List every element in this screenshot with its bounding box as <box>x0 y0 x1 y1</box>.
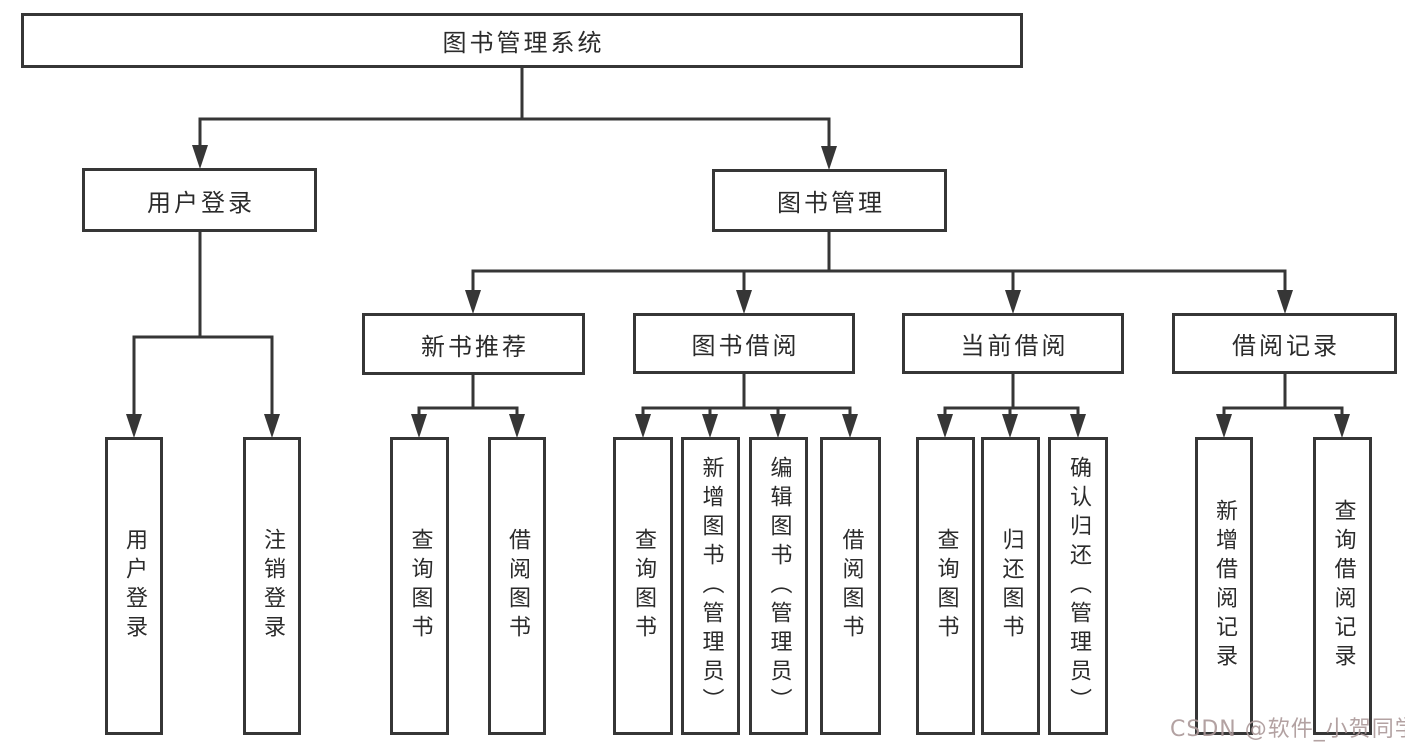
leaf-newbook-borrow-books: 借阅图书 <box>488 437 546 735</box>
leaf-user-login: 用户登录 <box>105 437 163 735</box>
leaf-logout: 注销登录 <box>243 437 301 735</box>
leaf-record-add-borrow-record-label: 新增借阅记录 <box>1212 499 1237 673</box>
leaf-current-query-books: 查询图书 <box>916 437 975 735</box>
connector-borrow-record <box>1222 372 1344 418</box>
node-new-book-recommend: 新书推荐 <box>362 313 585 375</box>
node-book-borrow: 图书借阅 <box>633 313 855 374</box>
leaf-user-login-label: 用户登录 <box>122 528 147 644</box>
leaf-logout-label: 注销登录 <box>260 528 285 644</box>
node-current-borrow: 当前借阅 <box>902 313 1124 374</box>
connector-book-borrow <box>641 372 852 418</box>
leaf-record-add-borrow-record: 新增借阅记录 <box>1195 437 1253 735</box>
leaf-borrow-borrow-books-label: 借阅图书 <box>838 528 864 644</box>
connector-current-borrow <box>943 372 1080 418</box>
connector-root <box>198 66 831 150</box>
leaf-record-query-borrow-record: 查询借阅记录 <box>1313 437 1372 735</box>
leaf-current-return-books-label: 归还图书 <box>998 528 1024 644</box>
leaf-borrow-edit-books-admin-label: 编辑图书（管理员） <box>766 455 792 717</box>
leaf-newbook-borrow-books-label: 借阅图书 <box>505 528 530 644</box>
node-user-login: 用户登录 <box>82 168 317 232</box>
node-borrow-record: 借阅记录 <box>1172 313 1397 374</box>
csdn-watermark: CSDN @软件_小贺同学 <box>1170 717 1405 742</box>
leaf-current-query-books-label: 查询图书 <box>933 528 959 644</box>
leaf-borrow-query-books: 查询图书 <box>613 437 673 735</box>
leaf-borrow-add-books-admin-label: 新增图书（管理员） <box>698 455 724 717</box>
leaf-current-return-books: 归还图书 <box>981 437 1040 735</box>
leaf-borrow-query-books-label: 查询图书 <box>631 528 656 644</box>
node-book-management: 图书管理 <box>712 169 947 232</box>
leaf-current-confirm-return-admin: 确认归还（管理员） <box>1048 437 1108 735</box>
node-root-system: 图书管理系统 <box>21 13 1023 68</box>
leaf-newbook-query-books: 查询图书 <box>390 437 449 735</box>
leaf-borrow-borrow-books: 借阅图书 <box>820 437 881 735</box>
leaf-newbook-query-books-label: 查询图书 <box>407 528 433 644</box>
leaf-borrow-edit-books-admin: 编辑图书（管理员） <box>749 437 808 735</box>
leaf-current-confirm-return-admin-label: 确认归还（管理员） <box>1066 455 1091 717</box>
arrowheads <box>126 145 1350 438</box>
connector-book-mgmt <box>471 230 1287 294</box>
leaf-record-query-borrow-record-label: 查询借阅记录 <box>1330 499 1356 673</box>
leaf-borrow-add-books-admin: 新增图书（管理员） <box>681 437 740 735</box>
connector-user-login <box>132 230 274 418</box>
connector-new-book <box>417 373 519 418</box>
